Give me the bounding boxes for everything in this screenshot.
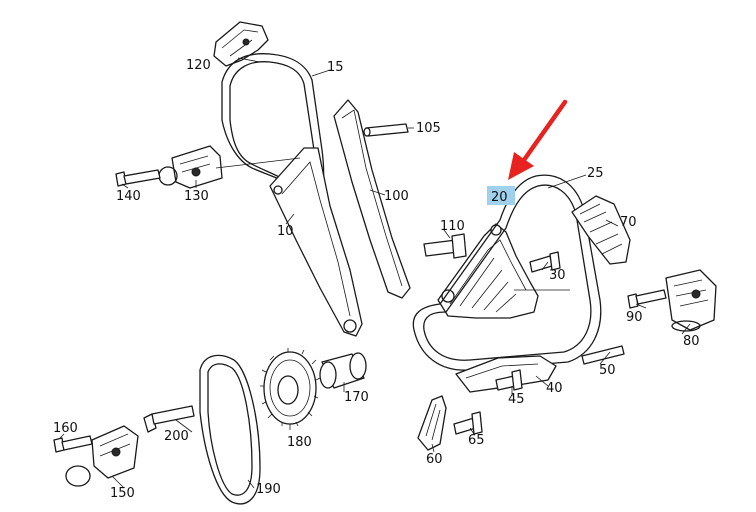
part-190-belt [199,354,261,505]
label-25: 25 [587,166,604,181]
label-10: 10 [277,224,294,239]
label-90: 90 [626,310,643,325]
label-45: 45 [508,392,525,407]
part-25-main-chain [412,174,602,371]
part-90-bolt [627,289,667,309]
highlight-box-20 [487,186,515,205]
leader-lines [59,57,691,489]
part-50-pin [581,345,625,365]
label-105: 105 [416,121,441,136]
part-20-chain-guide-bracket [437,223,539,319]
part-60-small-guide [417,395,447,451]
red-arrow-pointer [508,99,568,180]
label-80: 80 [683,334,700,349]
label-120: 120 [186,58,211,73]
part-70-guide-block [571,195,631,265]
part-200-bolt [143,405,195,433]
part-105-pin [363,123,409,137]
label-200: 200 [164,429,189,444]
label-15: 15 [327,60,344,75]
part-130-tensioner [158,145,223,189]
label-160: 160 [53,421,78,436]
label-30: 30 [549,268,566,283]
part-80-tensioner [665,269,717,332]
part-65-bolt [453,411,483,435]
label-110: 110 [440,219,465,234]
part-labels: 120 15 105 100 140 130 10 20 25 70 110 3… [53,58,700,501]
label-70: 70 [620,215,637,230]
part-170-sleeve [319,352,367,389]
label-60: 60 [426,452,443,467]
part-180-sprocket [260,348,321,427]
part-160-bolt [53,435,93,453]
part-140-bolt [115,169,161,187]
label-140: 140 [116,189,141,204]
label-190: 190 [256,482,281,497]
label-150: 150 [110,486,135,501]
label-130: 130 [184,189,209,204]
part-120-tensioner-block [213,21,269,67]
part-100-guide-rail [333,99,411,299]
part-45-bolt [495,369,523,391]
part-10-tensioner-rail [269,147,363,337]
label-50: 50 [599,363,616,378]
part-110-bolt [423,233,467,259]
part-30-bolt [529,251,561,273]
label-65: 65 [468,433,485,448]
part-40-lower-rail [455,355,557,393]
part-150-tensioner [65,425,139,487]
label-180: 180 [287,435,312,450]
label-40: 40 [546,381,563,396]
label-170: 170 [344,390,369,405]
label-20: 20 [491,190,508,205]
label-100: 100 [384,189,409,204]
